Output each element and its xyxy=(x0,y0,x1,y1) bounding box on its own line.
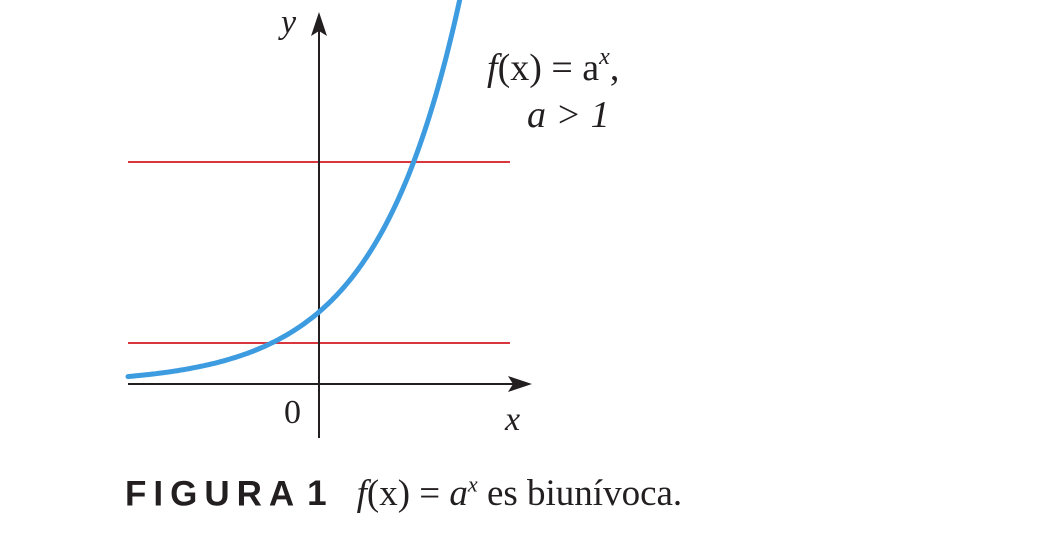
caption-post: es biunívoca. xyxy=(477,473,683,515)
x-axis-label: x xyxy=(504,401,520,438)
x-axis-arrow-icon xyxy=(508,376,532,392)
caption-pre: (x) = xyxy=(366,473,450,515)
origin-label: 0 xyxy=(284,394,301,431)
caption-label: FIGURA xyxy=(125,474,302,514)
curve-label-line2: a > 1 xyxy=(527,94,610,136)
caption-a: a xyxy=(449,473,468,515)
exponential-graph: y x 0 f(x) = ax, a > 1 xyxy=(125,0,619,438)
caption-f: f xyxy=(356,473,367,515)
y-axis-label: y xyxy=(278,4,297,41)
exponential-curve xyxy=(125,0,463,380)
curve-label-exponent: x xyxy=(598,44,610,70)
caption-text: f(x) = ax es biunívoca. xyxy=(356,472,683,515)
curve-label-rest: (x) = a xyxy=(498,47,600,89)
curve-label-line1: f(x) = ax, xyxy=(487,44,619,89)
caption-number: 1 xyxy=(307,474,327,514)
caption-exponent: x xyxy=(467,472,478,497)
y-axis-arrow-icon xyxy=(311,12,327,36)
curve-label-comma: , xyxy=(610,47,620,89)
